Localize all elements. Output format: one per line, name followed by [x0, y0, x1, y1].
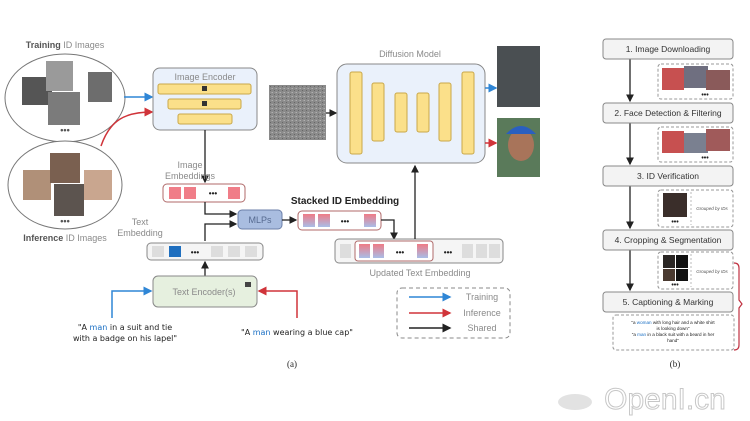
diffusion-model: [336, 63, 486, 164]
svg-text:"a man in a black suit with a: "a man in a black suit with a beard in h…: [632, 332, 715, 337]
updated-text-embedding-box: ••• •••: [334, 238, 504, 264]
svg-text:"a woman with long hair and a: "a woman with long hair and a white shir…: [631, 320, 715, 325]
svg-text:2. Face Detection & Filtering: 2. Face Detection & Filtering: [614, 108, 722, 118]
svg-text:Shared: Shared: [467, 323, 496, 333]
training-prompt-line2: with a badge on his lapel": [73, 334, 177, 343]
training-id-images-label: Training ID Images: [26, 40, 105, 50]
svg-text:•••: •••: [671, 282, 679, 289]
verified-images: ••• Grouped by IDs: [657, 189, 734, 228]
inference-id-images-label: Inference ID Images: [23, 233, 107, 243]
training-prompt: "A man in a suit and tie: [78, 323, 172, 332]
inference-arrow: [100, 107, 154, 147]
downloaded-images: •••: [657, 63, 734, 100]
lock-icon: [202, 101, 207, 106]
mlps-block: MLPs: [237, 209, 283, 230]
step-1: 1. Image Downloading: [602, 38, 734, 60]
svg-text:1. Image Downloading: 1. Image Downloading: [626, 44, 711, 54]
svg-text:Grouped by IDs: Grouped by IDs: [696, 206, 728, 211]
stacked-id-embedding-label: Stacked ID Embedding: [291, 196, 399, 207]
watermark: OpenI.cn: [558, 383, 726, 417]
svg-text:MLPs: MLPs: [248, 215, 272, 225]
text-embedding-box: •••: [146, 242, 264, 261]
svg-text:hand": hand": [667, 338, 679, 343]
svg-text:•••: •••: [341, 217, 350, 226]
svg-text:•••: •••: [671, 219, 679, 226]
image-encoder: Image Encoder: [152, 67, 258, 131]
svg-text:Inference: Inference: [463, 308, 501, 318]
diffusion-model-title: Diffusion Model: [379, 49, 441, 59]
svg-text:is looking down": is looking down": [656, 326, 689, 331]
caption-b: (b): [670, 359, 681, 369]
svg-text:Training: Training: [466, 292, 498, 302]
bracket: [733, 262, 743, 351]
inference-prompt: "A man wearing a blue cap": [241, 328, 353, 337]
text-encoder: Text Encoder(s): [152, 275, 258, 308]
caption-a: (a): [287, 359, 297, 369]
svg-text:•••: •••: [701, 92, 709, 99]
text-embedding-label: Embedding: [117, 228, 163, 238]
image-embeddings-label: Image: [177, 160, 202, 170]
ellipsis: •••: [60, 216, 69, 226]
training-images-ellipse: •••: [4, 53, 126, 143]
filtered-images: •••: [657, 126, 734, 163]
step-2: 2. Face Detection & Filtering: [602, 102, 734, 124]
svg-text:•••: •••: [444, 248, 453, 257]
step-5: 5. Captioning & Marking: [602, 291, 734, 313]
caption-examples: "a woman with long hair and a white shir…: [612, 314, 735, 351]
svg-text:•••: •••: [396, 248, 405, 257]
svg-text:Grouped by IDs: Grouped by IDs: [696, 269, 728, 274]
lock-icon: [202, 86, 207, 91]
updated-text-embedding-label: Updated Text Embedding: [370, 268, 471, 278]
inference-images-ellipse: •••: [7, 140, 123, 230]
step-4: 4. Cropping & Segmentation: [602, 229, 734, 251]
lock-icon: [245, 282, 251, 287]
legend: Training Inference Shared: [396, 287, 511, 339]
image-encoder-title: Image Encoder: [174, 72, 235, 82]
noise-image: [269, 85, 326, 140]
svg-text:•••: •••: [701, 155, 709, 162]
svg-text:3. ID Verification: 3. ID Verification: [637, 171, 699, 181]
svg-text:•••: •••: [209, 189, 218, 198]
text-embedding-label: Text: [132, 217, 149, 227]
svg-text:4. Cropping & Segmentation: 4. Cropping & Segmentation: [615, 235, 722, 245]
step-3: 3. ID Verification: [602, 165, 734, 187]
svg-text:5. Captioning & Marking: 5. Captioning & Marking: [623, 297, 714, 307]
training-output-image: [497, 46, 540, 107]
svg-text:•••: •••: [191, 248, 200, 257]
svg-text:Text Encoder(s): Text Encoder(s): [172, 287, 235, 297]
segmented-images: ••• Grouped by IDs: [657, 251, 734, 290]
ellipsis: •••: [60, 125, 69, 135]
pipeline-panel: 1. Image Downloading 2. Face Detection &…: [602, 38, 743, 351]
svg-text:OpenI.cn: OpenI.cn: [604, 383, 726, 416]
image-embeddings-box: •••: [162, 183, 246, 203]
stacked-id-embedding-box: •••: [297, 210, 382, 231]
image-embeddings-label: Embeddings: [165, 171, 216, 181]
